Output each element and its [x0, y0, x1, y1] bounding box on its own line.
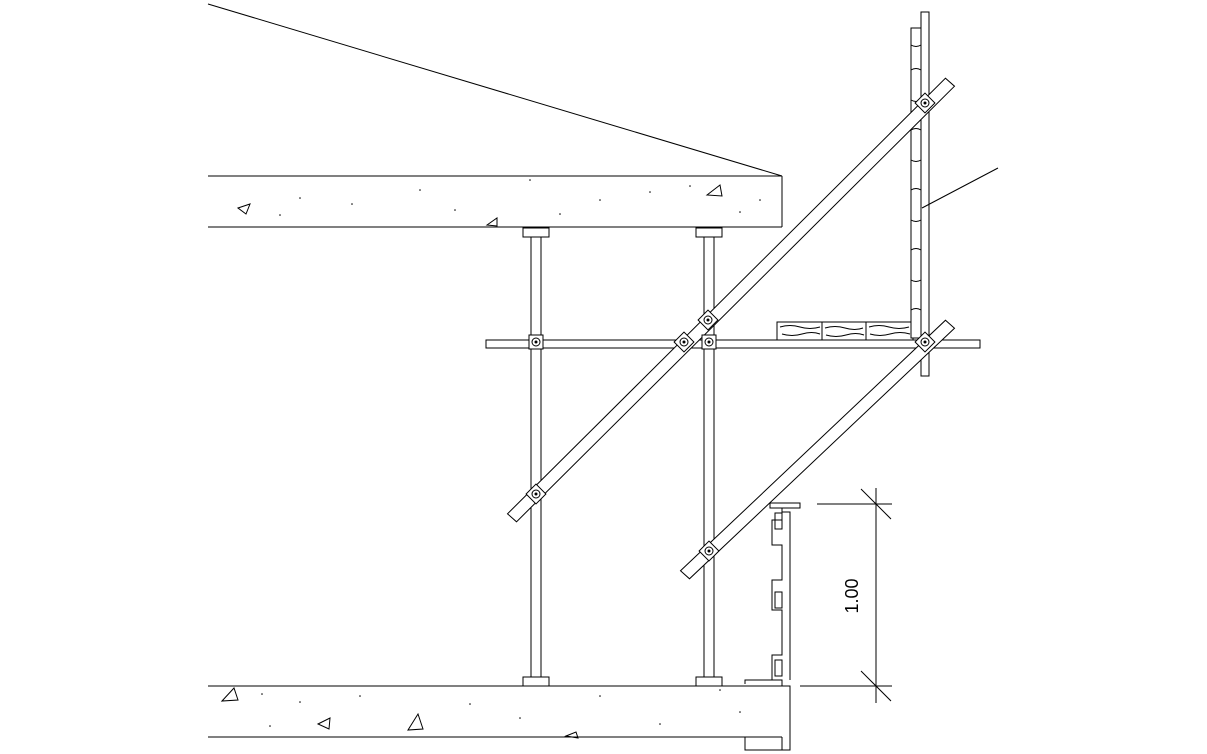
concrete-stipple — [261, 689, 741, 727]
concrete-aggregate-mark — [564, 731, 579, 739]
scaffold-coupler — [914, 331, 936, 353]
lower-concrete-slab — [208, 685, 782, 739]
scaffold-coupler — [701, 334, 717, 350]
scaffold-coupler — [525, 483, 547, 505]
roof-slope-line — [207, 3, 783, 177]
scaffold-standard-right — [695, 227, 723, 687]
toe-board-planks — [776, 321, 914, 341]
concrete-aggregate-mark — [316, 717, 331, 730]
dimension-tick — [860, 488, 892, 520]
leader-line — [921, 167, 999, 209]
guardrail-post — [769, 502, 801, 681]
dimension-tick — [860, 670, 892, 702]
scaffold-coupler — [698, 540, 720, 562]
concrete-stipple — [279, 179, 761, 216]
concrete-aggregate-mark — [236, 203, 251, 215]
scaffold-ledger — [485, 339, 981, 349]
slab-edge-upstand — [744, 679, 791, 751]
concrete-aggregate-mark — [220, 687, 239, 702]
height-dimension: 1.00 — [800, 488, 892, 703]
guard-upright — [920, 11, 930, 377]
diagonal-brace-upper — [506, 77, 956, 523]
concrete-aggregate-mark — [705, 184, 723, 197]
upper-concrete-slab — [208, 175, 783, 228]
scaffold-coupler — [528, 334, 544, 350]
concrete-aggregate-mark — [407, 712, 424, 731]
scaffold-coupler — [673, 331, 695, 353]
dimension-label: 1.00 — [842, 578, 862, 613]
concrete-aggregate-mark — [485, 217, 498, 227]
diagonal-brace-lower — [679, 319, 956, 580]
timber-board — [910, 27, 922, 339]
scaffold-coupler — [697, 309, 719, 331]
scaffold-coupler — [914, 92, 936, 114]
scaffold-standard-left — [522, 227, 550, 687]
